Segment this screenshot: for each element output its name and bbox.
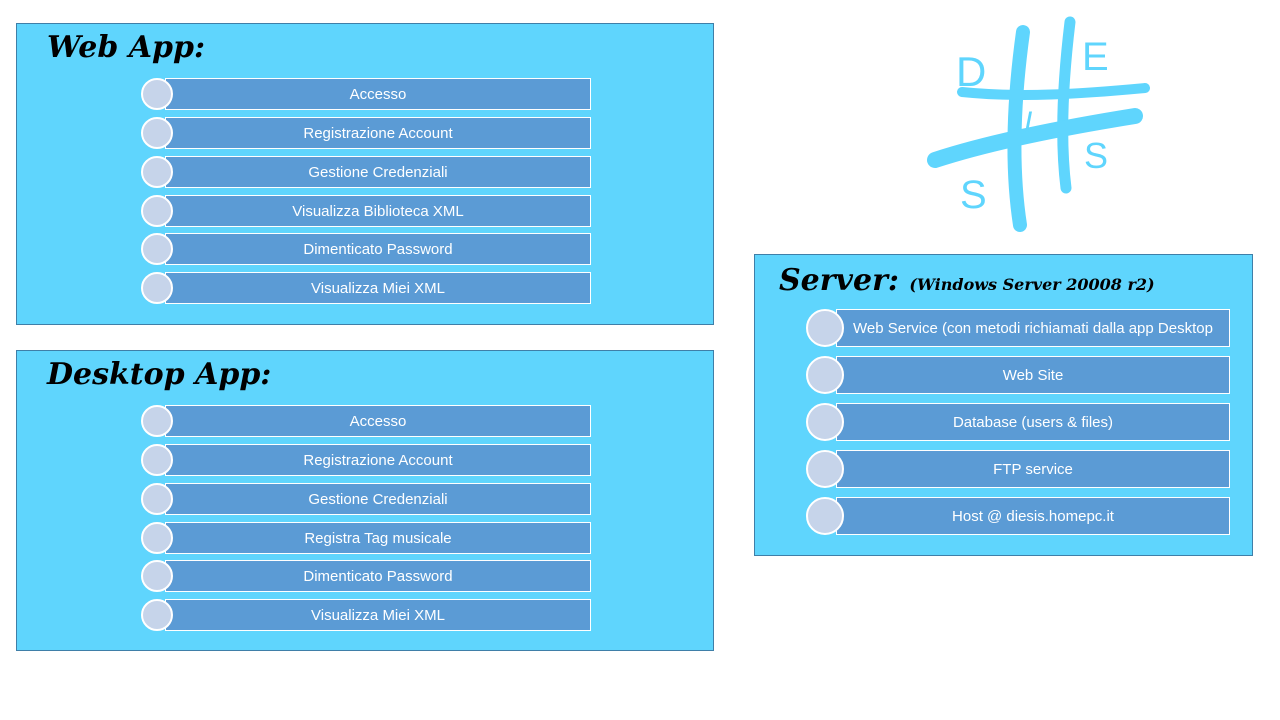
- circle-icon: [141, 156, 173, 188]
- diesis-logo: D E I S S: [927, 16, 1150, 232]
- list-item-visualizza-miei-xml: Visualizza Miei XML: [141, 272, 591, 304]
- list-item-label: Gestione Credenziali: [165, 156, 591, 188]
- circle-icon: [141, 117, 173, 149]
- list-item-label: FTP service: [836, 450, 1230, 488]
- list-item-registra-tag-musicale: Registra Tag musicale: [141, 522, 591, 554]
- list-item-label: Accesso: [165, 405, 591, 437]
- logo-letter-d: D: [956, 48, 986, 95]
- list-item-registrazione-account: Registrazione Account: [141, 117, 591, 149]
- list-item-label: Visualizza Miei XML: [165, 272, 591, 304]
- list-item-accesso: Accesso: [141, 405, 591, 437]
- list-item-label: Host @ diesis.homepc.it: [836, 497, 1230, 535]
- circle-icon: [141, 560, 173, 592]
- logo-letter-i: I: [1024, 106, 1032, 139]
- hash-icon: [927, 16, 1150, 232]
- list-item-label: Web Service (con metodi richiamati dalla…: [836, 309, 1230, 347]
- desktop-app-panel: Desktop App: Accesso Registrazione Accou…: [16, 350, 714, 651]
- list-item-gestione-credenziali: Gestione Credenziali: [141, 156, 591, 188]
- list-item-web-service: Web Service (con metodi richiamati dalla…: [806, 309, 1230, 347]
- logo-letter-e: E: [1082, 35, 1109, 79]
- circle-icon: [141, 195, 173, 227]
- list-item-label: Visualizza Biblioteca XML: [165, 195, 591, 227]
- circle-icon: [141, 522, 173, 554]
- list-item-label: Accesso: [165, 78, 591, 110]
- circle-icon: [806, 497, 844, 535]
- circle-icon: [141, 444, 173, 476]
- list-item-database: Database (users & files): [806, 403, 1230, 441]
- list-item-dimenticato-password: Dimenticato Password: [141, 560, 591, 592]
- server-subtitle: (Windows Server 20008 r2): [909, 275, 1155, 294]
- desktop-app-title: Desktop App:: [47, 357, 272, 392]
- logo-letter-s-right: S: [1084, 135, 1108, 176]
- list-item-label: Visualizza Miei XML: [165, 599, 591, 631]
- list-item-gestione-credenziali: Gestione Credenziali: [141, 483, 591, 515]
- list-item-label: Dimenticato Password: [165, 233, 591, 265]
- list-item-host: Host @ diesis.homepc.it: [806, 497, 1230, 535]
- list-item-registrazione-account: Registrazione Account: [141, 444, 591, 476]
- list-item-label: Registra Tag musicale: [165, 522, 591, 554]
- list-item-accesso: Accesso: [141, 78, 591, 110]
- circle-icon: [806, 309, 844, 347]
- list-item-label: Registrazione Account: [165, 117, 591, 149]
- circle-icon: [806, 450, 844, 488]
- server-panel: Server: (Windows Server 20008 r2) Web Se…: [754, 254, 1253, 556]
- list-item-visualizza-miei-xml: Visualizza Miei XML: [141, 599, 591, 631]
- web-app-title: Web App:: [47, 30, 206, 65]
- logo-letter-s-left: S: [960, 173, 987, 217]
- list-item-label: Gestione Credenziali: [165, 483, 591, 515]
- list-item-dimenticato-password: Dimenticato Password: [141, 233, 591, 265]
- web-app-panel: Web App: Accesso Registrazione Account G…: [16, 23, 714, 325]
- list-item-web-site: Web Site: [806, 356, 1230, 394]
- circle-icon: [141, 78, 173, 110]
- server-title-main: Server:: [779, 263, 899, 298]
- circle-icon: [141, 599, 173, 631]
- circle-icon: [141, 405, 173, 437]
- list-item-label: Registrazione Account: [165, 444, 591, 476]
- list-item-ftp-service: FTP service: [806, 450, 1230, 488]
- list-item-label: Web Site: [836, 356, 1230, 394]
- circle-icon: [141, 272, 173, 304]
- circle-icon: [141, 233, 173, 265]
- list-item-label: Dimenticato Password: [165, 560, 591, 592]
- circle-icon: [806, 356, 844, 394]
- list-item-label: Database (users & files): [836, 403, 1230, 441]
- server-title: Server: (Windows Server 20008 r2): [779, 263, 1155, 298]
- circle-icon: [141, 483, 173, 515]
- list-item-visualizza-biblioteca-xml: Visualizza Biblioteca XML: [141, 195, 591, 227]
- circle-icon: [806, 403, 844, 441]
